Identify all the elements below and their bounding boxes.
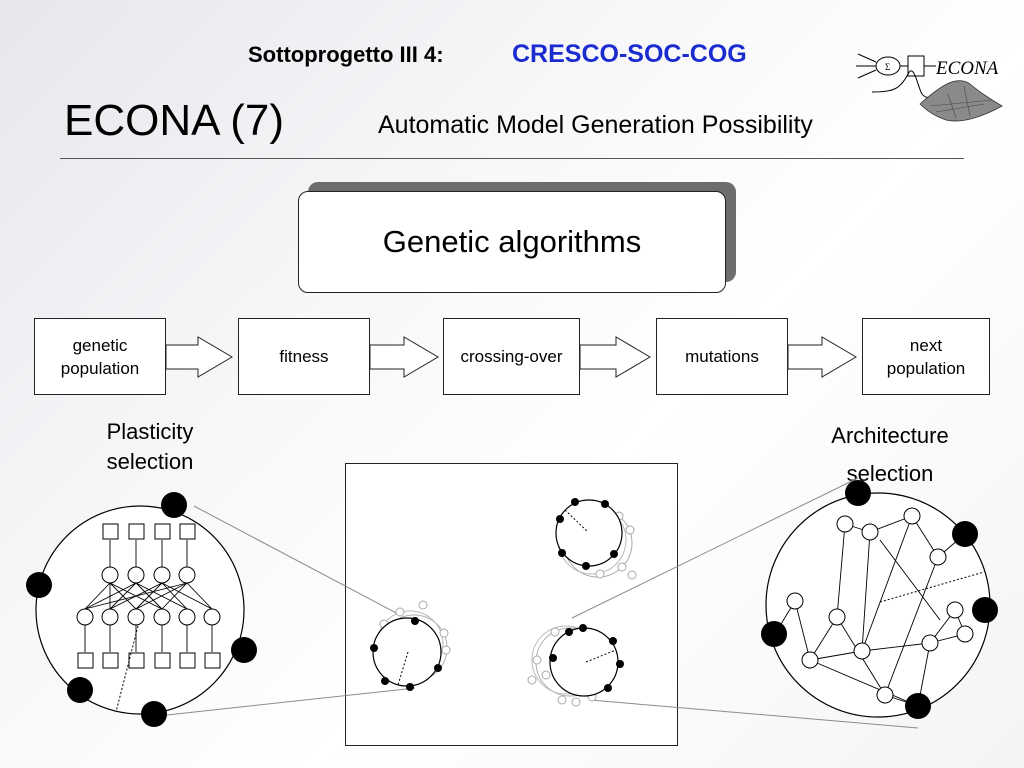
label-line: Plasticity [106, 419, 194, 444]
title-divider [60, 158, 964, 159]
arrow-icon [579, 336, 651, 378]
population-box [345, 463, 678, 746]
architecture-selection-label: Architecture selection [814, 417, 966, 493]
label-line: Architecture [831, 423, 949, 448]
architecture-network-circle [765, 492, 991, 718]
plasticity-selection-label: Plasticity selection [80, 417, 220, 477]
step-crossing-over: crossing-over [443, 318, 580, 395]
logo-text: ECONA [935, 58, 999, 79]
arrow-icon [165, 336, 233, 378]
step-line: genetic [72, 335, 128, 355]
genetic-algorithms-box: Genetic algorithms [298, 191, 726, 293]
step-line: crossing-over [460, 347, 563, 366]
slide-title: ECONA (7) [64, 96, 285, 145]
step-next-population: next population [862, 318, 990, 395]
plasticity-network-circle [35, 505, 245, 715]
step-line: fitness [279, 347, 329, 366]
subproject-label: Sottoprogetto III 4: [248, 42, 444, 67]
step-line: mutations [685, 347, 759, 366]
step-mutations: mutations [656, 318, 788, 395]
slide-subtitle: Automatic Model Generation Possibility [378, 111, 813, 139]
arrow-icon [787, 336, 857, 378]
genetic-algorithms-label: Genetic algorithms [382, 224, 642, 259]
arrow-icon [369, 336, 439, 378]
step-fitness: fitness [238, 318, 370, 395]
step-line: population [60, 358, 140, 378]
step-line: population [886, 358, 966, 378]
econa-logo: Σ ECONA [856, 53, 1003, 122]
project-code: CRESCO-SOC-COG [512, 40, 747, 68]
plasticity-network [84, 540, 213, 652]
svg-text:Σ: Σ [885, 62, 890, 72]
step-line: next [909, 335, 943, 355]
architecture-network [774, 515, 966, 707]
step-genetic-population: genetic population [34, 318, 166, 395]
label-line: selection [846, 461, 934, 486]
label-line: selection [106, 449, 194, 474]
